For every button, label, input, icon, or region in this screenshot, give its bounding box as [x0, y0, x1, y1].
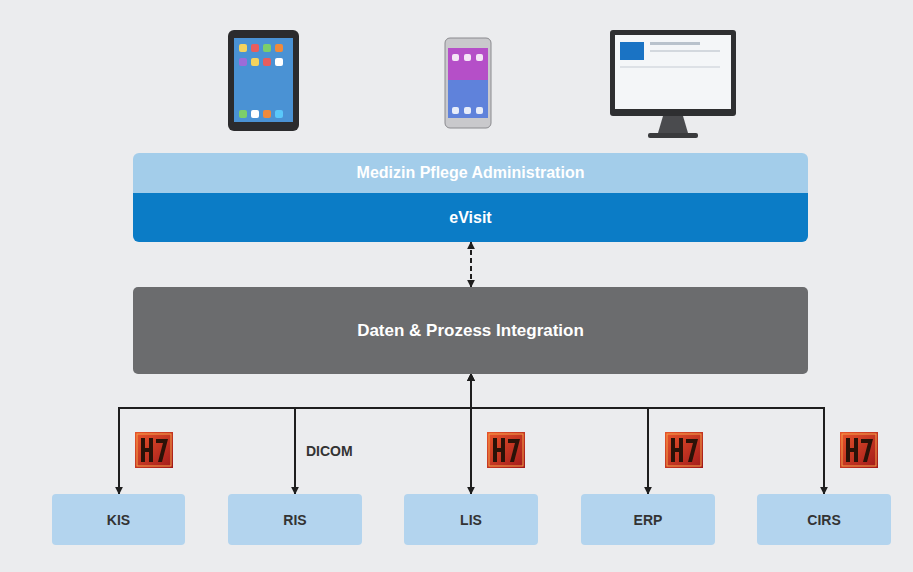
system-box: RIS: [228, 494, 362, 545]
node-label: ERP: [634, 512, 663, 528]
hl7-icon: [135, 432, 173, 468]
hl7-icon: [840, 432, 878, 468]
system-box: KIS: [52, 494, 185, 545]
connector: [470, 242, 472, 287]
hl7-icon: [487, 432, 525, 468]
node-label: Medizin Pflege Administration: [357, 164, 585, 182]
edge-label: DICOM: [303, 442, 356, 460]
hl7-icon: [665, 432, 703, 468]
connector: [295, 374, 471, 494]
node-label: RIS: [283, 512, 306, 528]
tablet-icon: [228, 30, 299, 131]
system-box: CIRS: [757, 494, 891, 545]
monitor-icon: [610, 30, 736, 138]
node-label: KIS: [107, 512, 130, 528]
integration-layer: Daten & Prozess Integration: [133, 287, 808, 374]
phone-icon: [445, 38, 491, 128]
system-box: LIS: [404, 494, 538, 545]
node-label: CIRS: [807, 512, 840, 528]
connector: [471, 374, 648, 494]
system-box: ERP: [581, 494, 715, 545]
node-label: LIS: [460, 512, 482, 528]
connector: [119, 374, 471, 494]
node-label: Daten & Prozess Integration: [357, 321, 584, 341]
connector: [471, 374, 824, 494]
audience-band: Medizin Pflege Administration: [133, 153, 808, 193]
node-label: eVisit: [449, 209, 491, 227]
app-bar: eVisit: [133, 193, 808, 242]
